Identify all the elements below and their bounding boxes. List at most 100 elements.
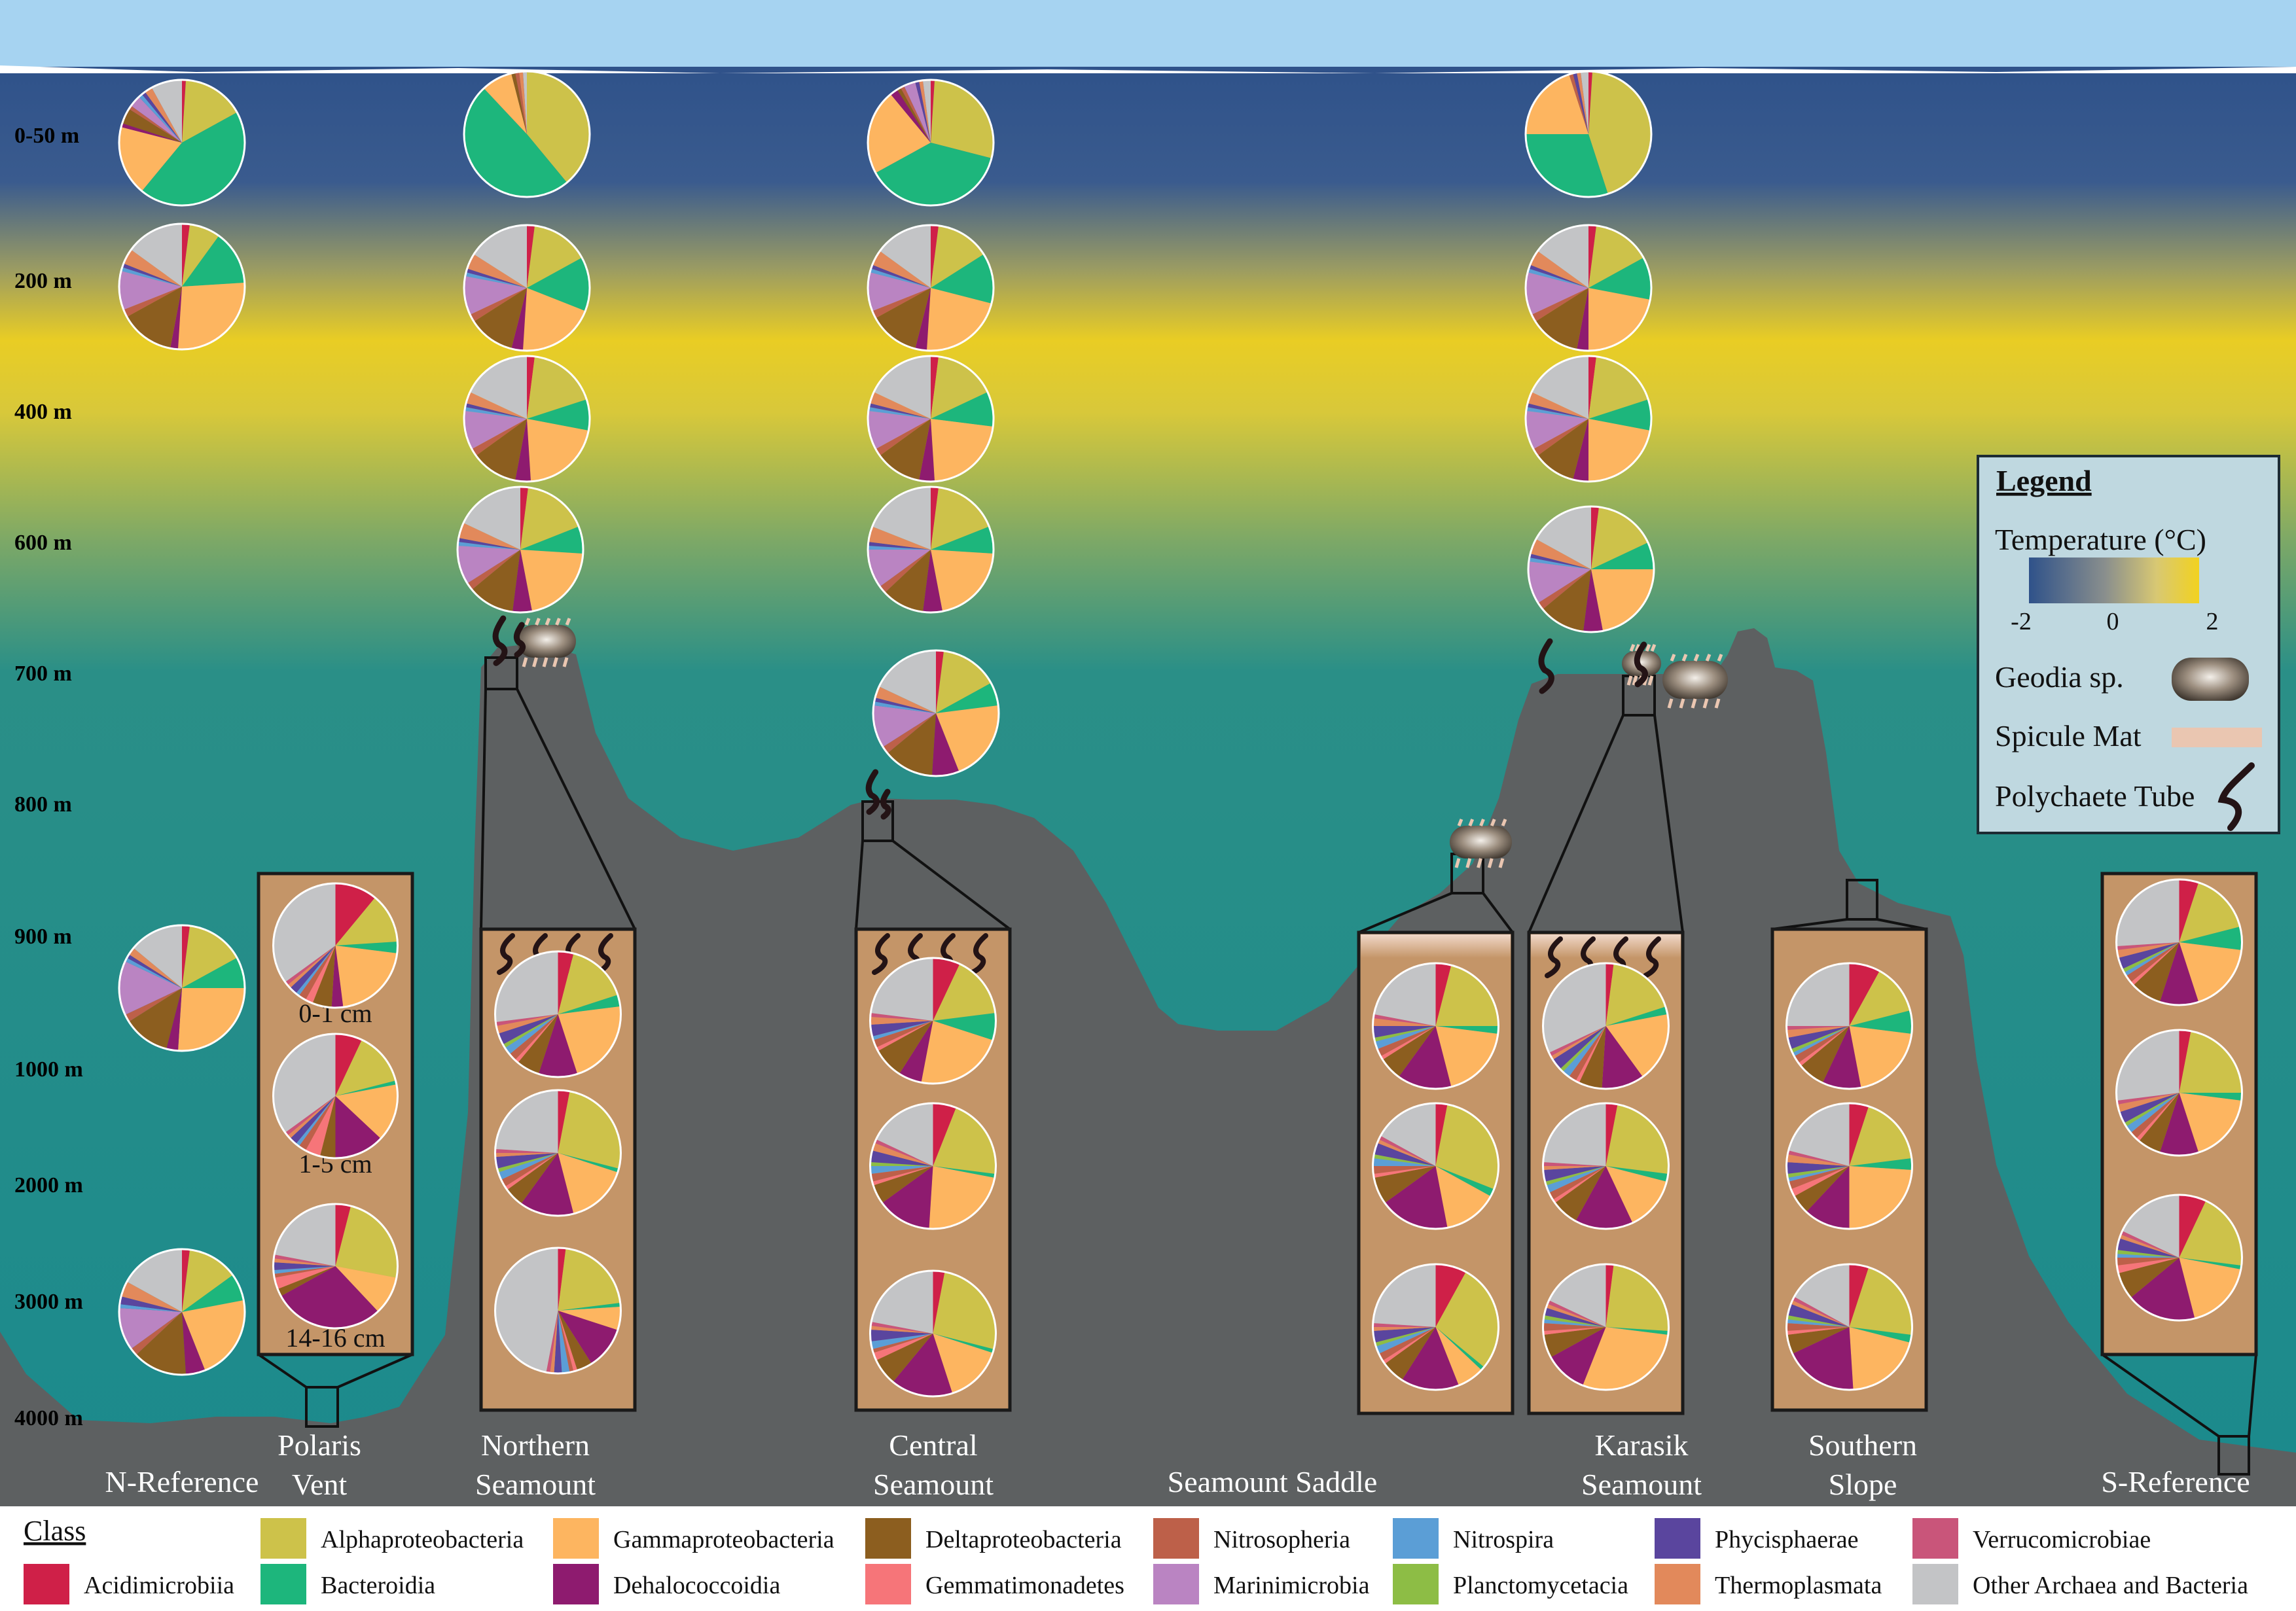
pie-slice [520,526,583,554]
pie-slice [1526,407,1588,419]
pie-outline [1542,1263,1670,1391]
pie-slice [1798,1026,1850,1067]
class-swatch [260,1518,306,1559]
class-swatch [1153,1564,1199,1604]
pie-slice [2159,942,2199,1005]
pie-slice [933,1271,945,1334]
geodia-sponge-icon [2172,658,2249,701]
pie-slice [931,254,994,304]
pie-slice [882,713,936,754]
class-swatch [1393,1564,1439,1604]
pie-slice [875,419,931,456]
pie-slice [2116,1030,2179,1101]
sample-site-marker [2217,1435,2250,1476]
pie-slice [1526,74,1588,134]
pie-slice [558,1153,618,1214]
pie-chart [1542,1263,1670,1391]
pie-slice [558,1090,570,1153]
pie-outline [1542,962,1670,1090]
pie-slice [457,545,520,584]
pie-slice [2124,942,2179,976]
pie-slice [1382,1026,1436,1077]
pie-slice [1575,1166,1633,1229]
pie-slice [919,80,931,143]
pie-slice [1569,73,1588,134]
pie-slice [872,251,931,288]
pie-slice [931,526,994,554]
pie-slice [1580,71,1588,134]
class-swatch [553,1518,599,1559]
geodia-sponge [517,618,576,667]
pie-slice [1562,1026,1606,1077]
pie-outline [1527,505,1655,633]
pie-slice [470,356,527,419]
pie-slice [1794,1026,1850,1063]
pie-slice [134,925,182,988]
pie-slice [473,225,527,288]
pie-slice [182,1275,244,1312]
pie-slice [182,80,187,143]
pie-slice [1545,1166,1606,1186]
pie-slice [287,1096,336,1139]
pie-slice [503,1014,558,1048]
pie-slice [875,288,931,349]
pie-slice [1591,506,1648,569]
sample-site-marker [1846,879,1878,921]
pie-slice [931,487,939,550]
pie-outline [1524,70,1653,198]
pie-slice [1822,1026,1861,1089]
pie-slice [119,1307,182,1349]
pie-slice [319,1096,336,1159]
legend-spicule-label: Spicule Mat [1995,719,2142,752]
pie-slice [1849,1106,1912,1166]
pie-chart [494,1247,622,1375]
pie-slice [1402,1327,1459,1390]
pie-slice [558,1311,574,1373]
pie-slice [2179,1258,2241,1319]
pie-slice [2119,1234,2179,1258]
pie-slice [484,73,527,134]
pie-slice [298,1096,336,1151]
pie-slice [2118,942,2179,969]
pie-slice [312,946,336,1008]
pie-slice [518,71,527,134]
zoom-line [855,840,864,930]
pie-slice [1372,1166,1436,1175]
pie-slice [521,1153,574,1216]
pie-slice [119,127,182,191]
pie-slice [915,80,931,143]
sample-site-marker [305,1386,339,1428]
depth-label: 200 m [14,269,72,293]
pie-slice [876,1103,933,1166]
pie-slice [1435,1103,1448,1166]
pie-slice [1849,963,1880,1026]
pie-outline [1372,1102,1499,1230]
pie-outline [867,79,995,207]
pie-outline [1542,1102,1670,1230]
pie-slice [495,1248,558,1373]
pie-slice [550,1311,558,1373]
pie-outline [272,1203,399,1330]
pie-chart [272,882,399,1009]
pie-slice [2130,1093,2179,1139]
pie-slice [1575,1026,1606,1083]
zoom-line [2101,1353,2220,1438]
pie-slice [2179,1195,2206,1258]
pie-outline [1524,224,1653,352]
pie-slice [2130,1258,2195,1320]
pie-chart [869,957,997,1085]
pie-slice [2179,1258,2242,1269]
pie-slice [1787,1026,1850,1050]
pie-slice [1537,419,1588,480]
pie-slice [1588,399,1651,431]
pie-chart [869,1102,997,1230]
pie-slice [121,267,182,287]
pie-outline [1785,1102,1913,1230]
pie-chart [494,950,622,1078]
pie-slice [1528,264,1588,288]
pie-slice [464,88,567,197]
pie-slice [873,1334,933,1360]
pie-slice [1788,1103,1850,1166]
pie-slice [870,1021,933,1036]
pie-slice [1378,1327,1436,1361]
